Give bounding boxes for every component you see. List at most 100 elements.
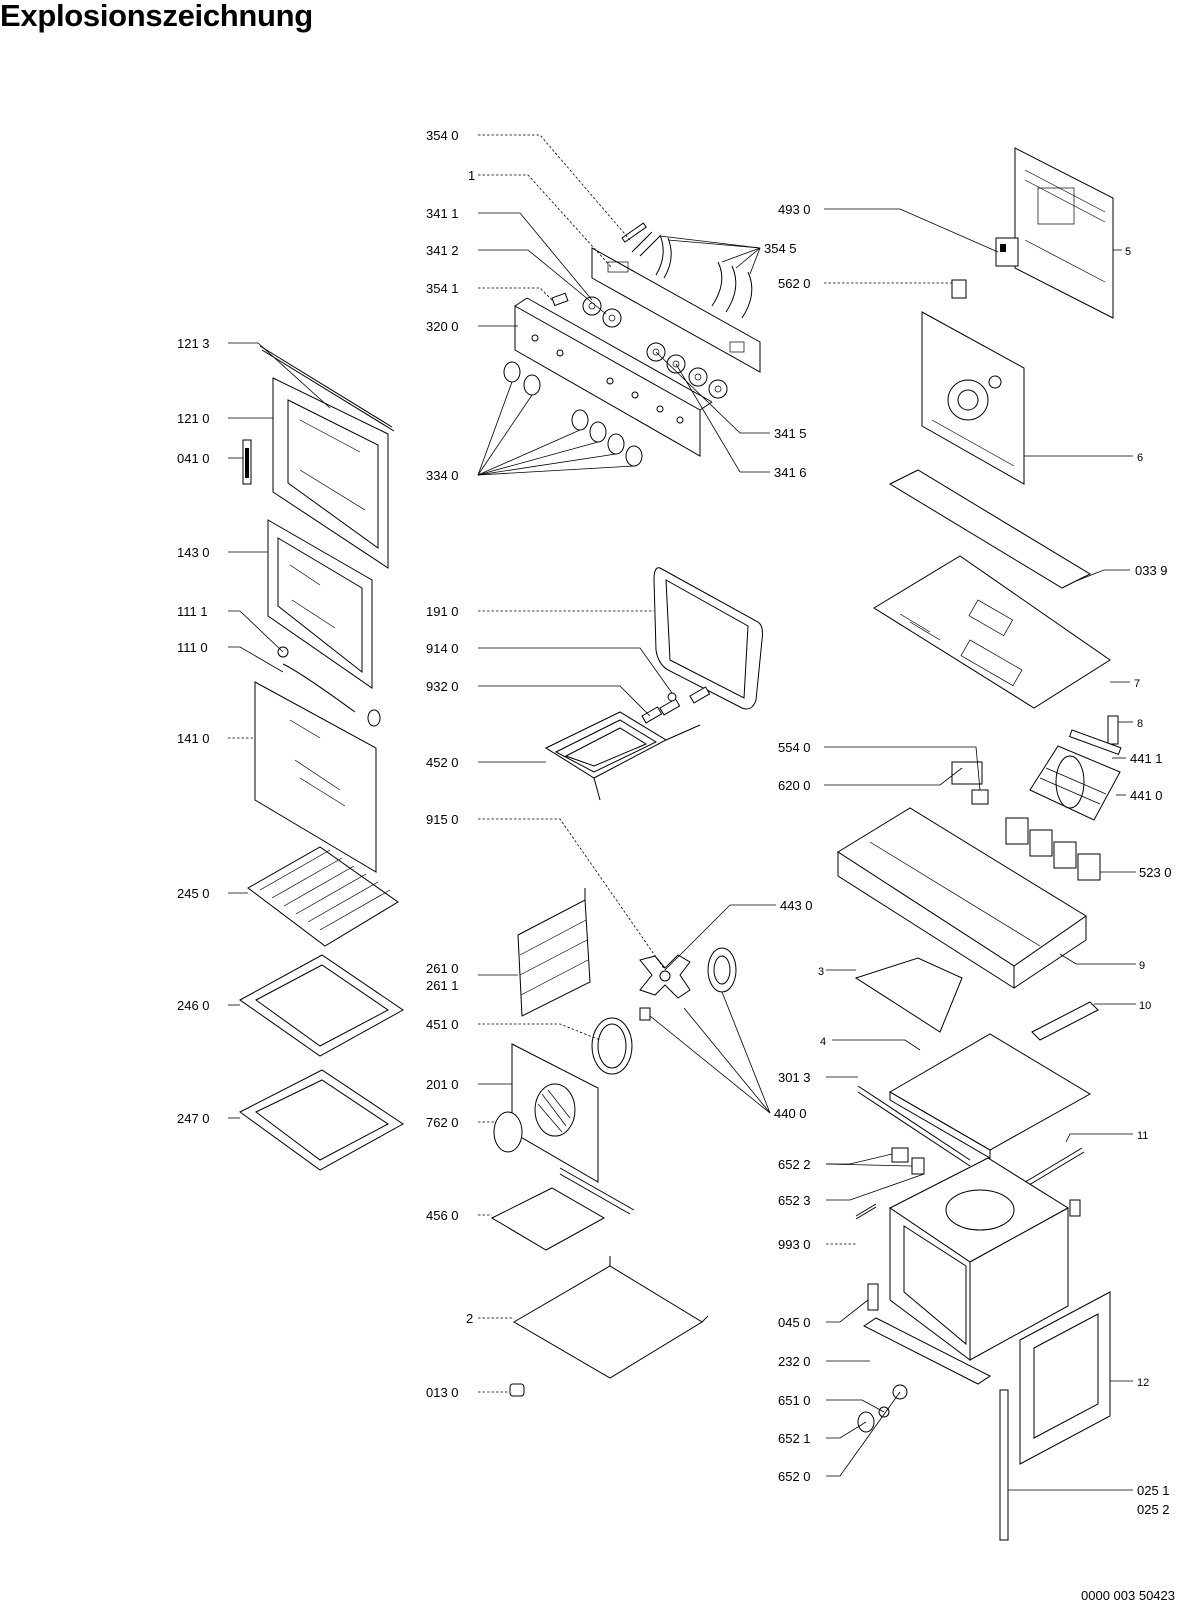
label-341-6: 341 6 (774, 465, 807, 480)
leader-lines (228, 134, 1136, 1491)
label-452-0: 452 0 (426, 755, 459, 770)
part-knobs (503, 361, 643, 467)
part-screw (855, 1203, 877, 1220)
label-440-0: 440 0 (774, 1106, 807, 1121)
part-tangential-fan (1029, 729, 1122, 821)
label-443-0: 443 0 (780, 898, 813, 913)
label-041-0: 041 0 (177, 451, 210, 466)
part-ring-element (591, 1017, 633, 1075)
label-6: 6 (1137, 452, 1143, 464)
part-insulation-strip (888, 469, 1092, 589)
part-rod (1021, 1147, 1085, 1189)
label-261-0: 261 0 (426, 961, 459, 976)
label-143-0: 143 0 (177, 545, 210, 560)
label-341-5: 341 5 (774, 426, 807, 441)
label-191-0: 191 0 (426, 604, 459, 619)
page-title: Explosionszeichnung (0, 0, 313, 33)
label-111-0: 111 0 (177, 640, 208, 655)
part-control-board (591, 231, 761, 373)
label-2: 2 (466, 1311, 473, 1326)
label-341-2: 341 2 (426, 243, 459, 258)
part-switches (1005, 817, 1101, 881)
label-562-0: 562 0 (778, 276, 811, 291)
label-025-2: 025 2 (1137, 1502, 1170, 1517)
label-652-0: 652 0 (778, 1469, 811, 1484)
label-320-0: 320 0 (426, 319, 459, 334)
label-7: 7 (1134, 678, 1140, 690)
part-side-rack (517, 888, 591, 1017)
label-9: 9 (1139, 960, 1145, 972)
label-493-0: 493 0 (778, 202, 811, 217)
label-523-0: 523 0 (1139, 865, 1172, 880)
label-652-1: 652 1 (778, 1431, 811, 1446)
part-top-plate (889, 1033, 1091, 1159)
label-4: 4 (820, 1036, 826, 1048)
part-top-cover (873, 555, 1111, 709)
part-fan-blade (639, 954, 691, 999)
part-hinge (242, 439, 252, 485)
part-side-plate (854, 957, 963, 1033)
part-springs (641, 686, 711, 724)
label-762-0: 762 0 (426, 1115, 459, 1130)
label-334-0: 334 0 (426, 468, 459, 483)
part-bottom-plate (513, 1256, 709, 1379)
label-261-1: 261 1 (426, 978, 459, 993)
part-relay (995, 237, 1019, 267)
label-354-5: 354 5 (764, 241, 797, 256)
label-025-1: 025 1 (1137, 1483, 1170, 1498)
label-652-2: 652 2 (778, 1157, 811, 1172)
label-651-0: 651 0 (778, 1393, 811, 1408)
part-terminal-blocks (951, 761, 989, 805)
part-bracket (951, 279, 967, 299)
part-foot (509, 1383, 525, 1397)
part-hinge-rails (999, 1389, 1009, 1541)
part-dials (582, 296, 728, 399)
label-11: 11 (1137, 1130, 1148, 1142)
part-housing-frame (837, 807, 1087, 989)
label-121-0: 121 0 (177, 411, 210, 426)
label-354-0: 354 0 (426, 128, 459, 143)
part-latch (867, 1283, 879, 1311)
label-451-0: 451 0 (426, 1017, 459, 1032)
label-111-1: 111 1 (177, 604, 208, 619)
part-rail (857, 1085, 971, 1167)
part-back-panel (1014, 147, 1114, 319)
label-915-0: 915 0 (426, 812, 459, 827)
part-oven-cavity (889, 1157, 1081, 1361)
part-pins (551, 222, 647, 307)
part-door-frame (259, 345, 395, 569)
part-wires (655, 234, 753, 319)
label-10: 10 (1139, 1000, 1151, 1012)
label-441-1: 441 1 (1130, 751, 1163, 766)
part-rear-wall (921, 311, 1025, 485)
label-1: 1 (468, 168, 475, 183)
label-12: 12 (1137, 1377, 1149, 1389)
part-grill-element (544, 711, 701, 801)
label-932-0: 932 0 (426, 679, 459, 694)
label-5: 5 (1125, 246, 1131, 258)
label-201-0: 201 0 (426, 1077, 459, 1092)
part-small-bracket (1107, 715, 1119, 745)
part-baking-tray (239, 954, 404, 1057)
label-341-1: 341 1 (426, 206, 459, 221)
document-number: 0000 003 50423 (1081, 1588, 1175, 1603)
label-456-0: 456 0 (426, 1208, 459, 1223)
part-control-panel (514, 297, 713, 457)
label-3: 3 (818, 966, 824, 978)
label-013-0: 013 0 (426, 1385, 459, 1400)
label-045-0: 045 0 (778, 1315, 811, 1330)
part-fan-motor (639, 947, 737, 1021)
part-lamp-parts (891, 1147, 925, 1175)
part-bottom-rail (863, 1317, 991, 1385)
label-441-0: 441 0 (1130, 788, 1163, 803)
label-8: 8 (1137, 718, 1143, 730)
label-652-3: 652 3 (778, 1193, 811, 1208)
label-993-0: 993 0 (778, 1237, 811, 1252)
part-grid-shelf (247, 846, 399, 947)
label-246-0: 246 0 (177, 998, 210, 1013)
label-247-0: 247 0 (177, 1111, 210, 1126)
label-620-0: 620 0 (778, 778, 811, 793)
label-554-0: 554 0 (778, 740, 811, 755)
part-lower-element (490, 1167, 635, 1251)
